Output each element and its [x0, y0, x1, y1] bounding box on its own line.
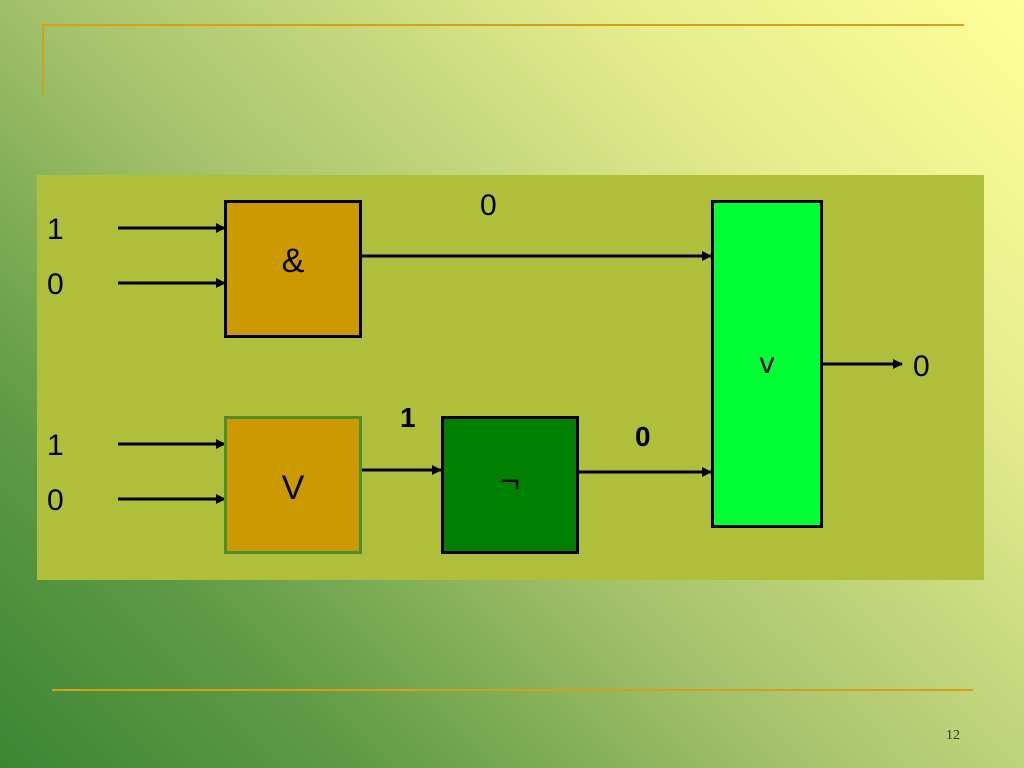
and-gate-symbol: & — [281, 241, 305, 280]
and-gate: & — [224, 200, 362, 338]
final-or-gate: v — [711, 200, 823, 528]
or-gate-symbol: V — [281, 468, 305, 507]
or-input-1-label: 1 — [47, 429, 64, 462]
top-decorative-line — [42, 24, 964, 26]
not-output-label: 0 — [635, 421, 651, 452]
and-input-2-label: 0 — [47, 268, 64, 301]
or-gate: V — [224, 416, 362, 554]
or-input-2-label: 0 — [47, 484, 64, 517]
page-number: 12 — [946, 728, 960, 743]
not-gate-symbol: ¬ — [500, 461, 520, 500]
and-input-1-label: 1 — [47, 213, 64, 246]
final-output-label: 0 — [913, 350, 930, 383]
bottom-decorative-line — [52, 689, 973, 691]
not-gate: ¬ — [441, 416, 579, 554]
left-decorative-line — [42, 24, 44, 94]
and-output-label: 0 — [480, 189, 497, 222]
or-output-label: 1 — [400, 402, 416, 433]
final-or-gate-symbol: v — [759, 347, 775, 380]
